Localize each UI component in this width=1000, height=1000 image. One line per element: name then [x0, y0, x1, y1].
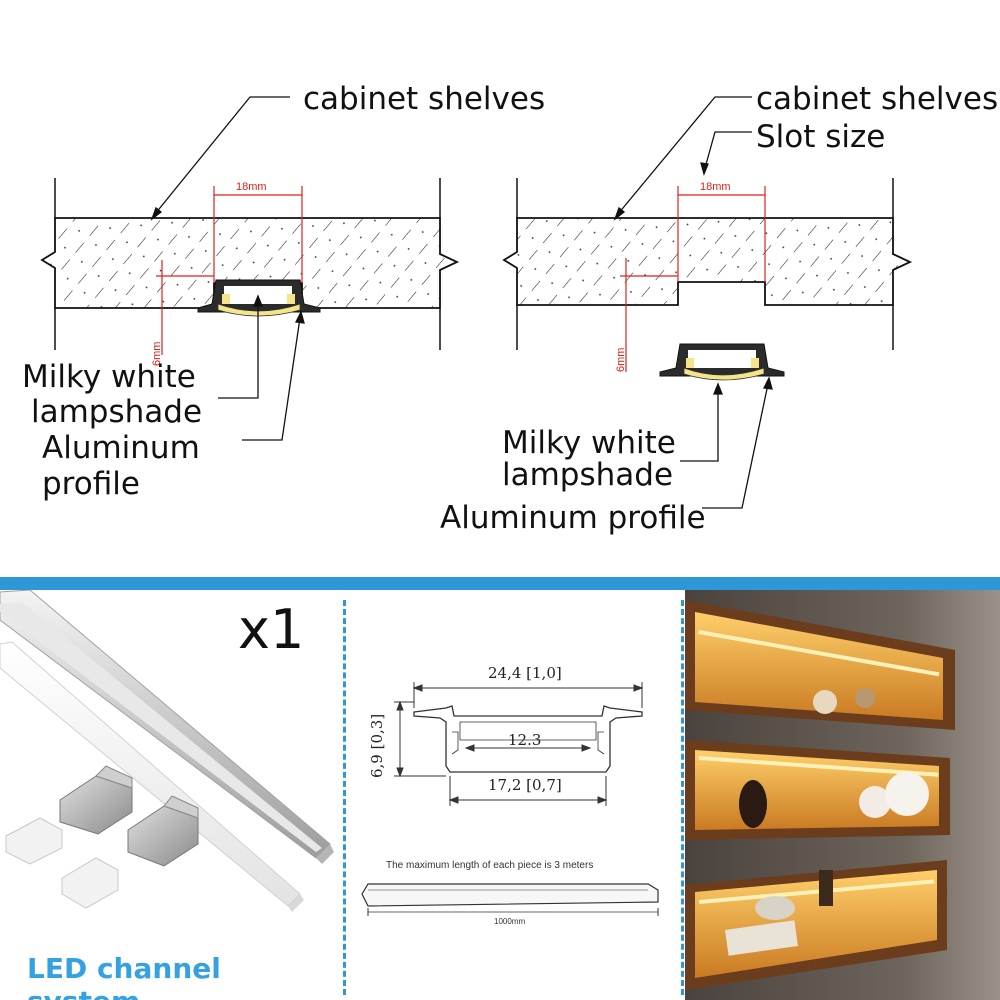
quantity-label: x1: [238, 598, 305, 661]
shelf-lighting-illustration: [685, 590, 1000, 1000]
right-aluminum-profile: [659, 343, 785, 381]
mounting-clip-1: [59, 765, 133, 835]
end-cap-2: [61, 857, 119, 909]
milky-cover-photo: [0, 641, 304, 912]
dimension-total-width: 24,4 [1,0]: [488, 664, 562, 682]
right-lampshade-label-2: lampshade: [502, 457, 674, 493]
right-profile-label: Aluminum profile: [440, 500, 706, 536]
left-lampshade-label-2: lampshade: [31, 394, 203, 430]
right-slot-label: Slot size: [756, 119, 886, 155]
leader-lines: [150, 96, 773, 509]
product-photo-panel: x1 LED channel system: [0, 590, 343, 1000]
system-label: LED channel system: [27, 952, 221, 1000]
right-depth: 6mm: [615, 348, 627, 372]
dimension-height: 6,9 [0,3]: [368, 713, 386, 778]
right-shelf: [502, 178, 913, 350]
left-shelf: [40, 178, 460, 350]
lit-shelf-3: [685, 860, 947, 990]
product-illustration: [0, 590, 334, 912]
left-lampshade-label-1: Milky white: [22, 359, 196, 395]
left-slot-width: 18mm: [236, 181, 267, 193]
installed-shelves-photo: [685, 590, 1000, 1000]
dimension-base-width: 17,2 [0,7]: [488, 776, 562, 794]
dimension-inner-width: 12.3: [508, 731, 542, 749]
left-depth: 6mm: [151, 342, 163, 366]
length-label: 1000mm: [494, 917, 526, 926]
mounting-clip-2: [127, 795, 199, 867]
product-section: x1 LED channel system: [0, 590, 1000, 1000]
profile-cross-section: [361, 682, 659, 916]
lit-shelf-2: [685, 740, 950, 840]
aluminum-channel-photo: [0, 590, 334, 864]
right-shelf-label: cabinet shelves: [756, 81, 999, 117]
lit-shelf-1: [685, 600, 955, 730]
installation-diagrams: 18mm 6mm 18mm 6mm cabinet shelves Milky …: [22, 81, 999, 536]
max-length-note: The maximum length of each piece is 3 me…: [386, 860, 594, 871]
section-divider: [0, 577, 1000, 590]
right-dimension-lines: [620, 186, 766, 372]
left-shelf-label: cabinet shelves: [303, 81, 546, 117]
end-cap-1: [5, 817, 63, 865]
dimension-panel: 24,4 [1,0] 12.3 17,2 [0,7] 6,9 [0,3] The…: [348, 590, 680, 1000]
dashed-divider-right: [681, 600, 684, 995]
right-lampshade-label-1: Milky white: [502, 425, 676, 461]
left-profile-label-2: profile: [42, 466, 140, 502]
right-slot-width: 18mm: [700, 181, 731, 193]
dashed-divider-left: [343, 600, 346, 995]
left-aluminum-profile: [197, 279, 321, 317]
left-profile-label-1: Aluminum: [42, 430, 200, 466]
installation-drawing: 18mm 6mm 18mm 6mm: [40, 96, 913, 509]
left-dimension-lines: [156, 186, 303, 355]
